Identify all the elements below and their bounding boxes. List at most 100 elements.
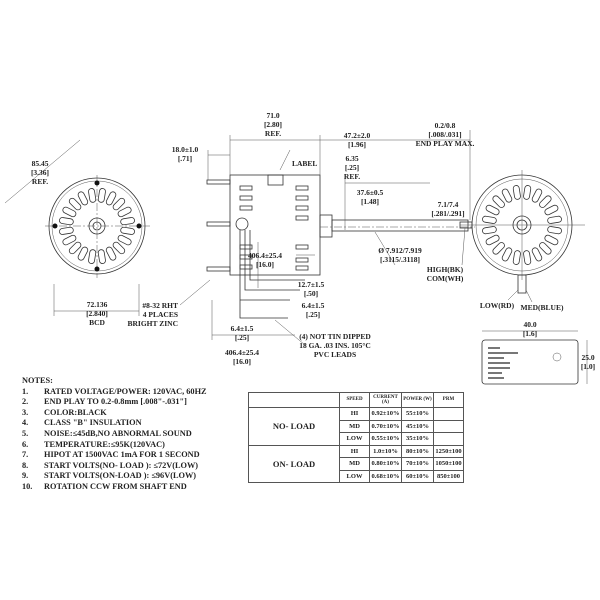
label-patch <box>267 174 284 186</box>
boss-1: 6.35 <box>345 154 358 163</box>
wire-med: MED(BLUE) <box>521 303 564 312</box>
table-cell: LOW <box>339 432 370 446</box>
table-cell <box>433 432 464 446</box>
vent-slot <box>539 195 552 208</box>
plate-height-2: [1.0] <box>581 362 595 371</box>
vent-slot <box>544 234 559 246</box>
header-speed: SPEED <box>339 392 370 408</box>
note-number: 3. <box>22 407 29 417</box>
note-text: CLASS "B" INSULATION <box>44 418 142 428</box>
table-cell: 850±100 <box>433 469 464 483</box>
vent-slot <box>112 197 126 211</box>
vent-slot <box>117 234 132 246</box>
flat-length-1: 37.6±0.5 <box>357 188 384 197</box>
note-number: 4. <box>22 418 29 428</box>
wire-com: COM(WH) <box>427 274 464 283</box>
dia-ref-1: 85.45 <box>32 159 49 168</box>
vent-slot <box>501 247 513 262</box>
end-play-1: 0.2/0.8 <box>435 121 456 130</box>
strip-2-a: 6.4±1.5 <box>302 301 325 310</box>
vent-slot <box>97 188 106 203</box>
vent-slot <box>112 241 126 255</box>
bcd-1: 72.136 <box>87 300 108 309</box>
note-text: START VOLTS(NO- LOAD ): ≤72V(LOW) <box>44 460 199 470</box>
front-view: 85.45 [3.36] REF. 72.136 [2.840] BCD <box>4 139 150 327</box>
table-cell: 35±10% <box>401 432 434 446</box>
vent-slot <box>62 206 77 218</box>
shaft-length-1: 47.2±2.0 <box>344 131 371 140</box>
leads-3: PVC LEADS <box>314 350 356 359</box>
table-cell: MD <box>339 419 370 433</box>
note-text: COLOR:BLACK <box>44 407 107 417</box>
body-length-1: 71.0 <box>266 111 279 120</box>
label-plate: 40.0 [1.6] 25.0 [1.0] <box>481 320 595 385</box>
vent-slot <box>88 188 97 203</box>
note-text: RATED VOLTAGE/POWER: 120VAC, 60HZ <box>44 386 207 396</box>
vent-slot <box>547 215 562 224</box>
vent-slot <box>523 250 532 265</box>
vent-slot <box>97 249 106 264</box>
vent-slot <box>117 206 132 218</box>
vent-slot <box>485 234 500 246</box>
table-cell: 0.70±10% <box>369 419 402 433</box>
studs-2: 4 PLACES <box>143 310 178 319</box>
stud-offset-2: [.71] <box>178 154 192 163</box>
spec-table: SPEED CURRENT (A) POWER (W) PRM NO- LOAD… <box>248 392 464 483</box>
vent-slot <box>120 226 135 235</box>
dia-ref-3: REF. <box>32 177 48 186</box>
bcd-3: BCD <box>89 318 105 327</box>
vent-slot <box>105 246 117 261</box>
vent-slot <box>62 234 77 246</box>
vent-slot <box>120 217 135 226</box>
vent-slot <box>539 242 552 255</box>
table-cell: HI <box>339 444 370 458</box>
vent-slot <box>88 249 97 264</box>
plate-width-2: [1.6] <box>523 329 537 338</box>
dia-ref-2: [3.36] <box>31 168 49 177</box>
vent-slot <box>77 191 89 206</box>
shaft-dia-1: Ø 7.912/7.919 <box>378 246 422 255</box>
table-cell: 45±10% <box>401 419 434 433</box>
side-vent <box>295 205 309 211</box>
load-group-label: ON- LOAD <box>248 444 340 483</box>
table-cell: 70±10% <box>401 457 434 471</box>
note-item: 6.TEMPERATURE:≤95K(120VAC) <box>22 440 207 451</box>
table-cell: 80±10% <box>401 444 434 458</box>
side-vent <box>295 195 309 201</box>
studs-3: BRIGHT ZINC <box>127 319 178 328</box>
strip-2-b: [.25] <box>306 310 320 319</box>
shaft-dia-2: [.3115/.3118] <box>380 255 420 264</box>
side-vent <box>295 185 309 191</box>
leads-1: (4) NOT TIN DIPPED <box>299 332 371 341</box>
load-group-label: NO- LOAD <box>248 407 340 446</box>
lead-inner-1: 406.4±25.4 <box>248 251 282 260</box>
note-item: 2.END PLAY TO 0.2-0.8mm [.008"-.031"] <box>22 397 207 408</box>
vent-slot <box>105 191 117 206</box>
wire-low: LOW(RD) <box>480 301 515 310</box>
boss-2: [.25] <box>345 163 359 172</box>
note-item: 9.START VOLTS(ON-LOAD ): ≤96V(LOW) <box>22 471 207 482</box>
lead-outer-2: [16.0] <box>233 357 251 366</box>
table-cell: LOW <box>339 469 370 483</box>
note-item: 8.START VOLTS(NO- LOAD ): ≤72V(LOW) <box>22 461 207 472</box>
table-cell: 0.80±10% <box>369 457 402 471</box>
note-item: 3. COLOR:BLACK <box>22 408 207 419</box>
end-play-2: [.008/.031] <box>428 130 461 139</box>
note-item: 7.HIPOT AT 1500VAC 1mA FOR 1 SECOND <box>22 450 207 461</box>
side-vent <box>239 185 253 191</box>
body-length-2: [2.80] <box>264 120 282 129</box>
note-number: 5. <box>22 428 29 438</box>
vent-slot <box>68 241 82 255</box>
bcd-2: [2.840] <box>86 309 108 318</box>
table-cell: HI <box>339 407 370 421</box>
stud-offset-1: 18.0±1.0 <box>172 145 199 154</box>
table-cell <box>433 419 464 433</box>
note-text: ROTATION CCW FROM SHAFT END <box>44 481 187 491</box>
leads-2: 18 GA. .03 INS. 105°C <box>299 341 371 350</box>
note-number: 10. <box>22 481 33 491</box>
lead-inner-2: [16.0] <box>256 260 274 269</box>
vent-slot <box>77 246 89 261</box>
